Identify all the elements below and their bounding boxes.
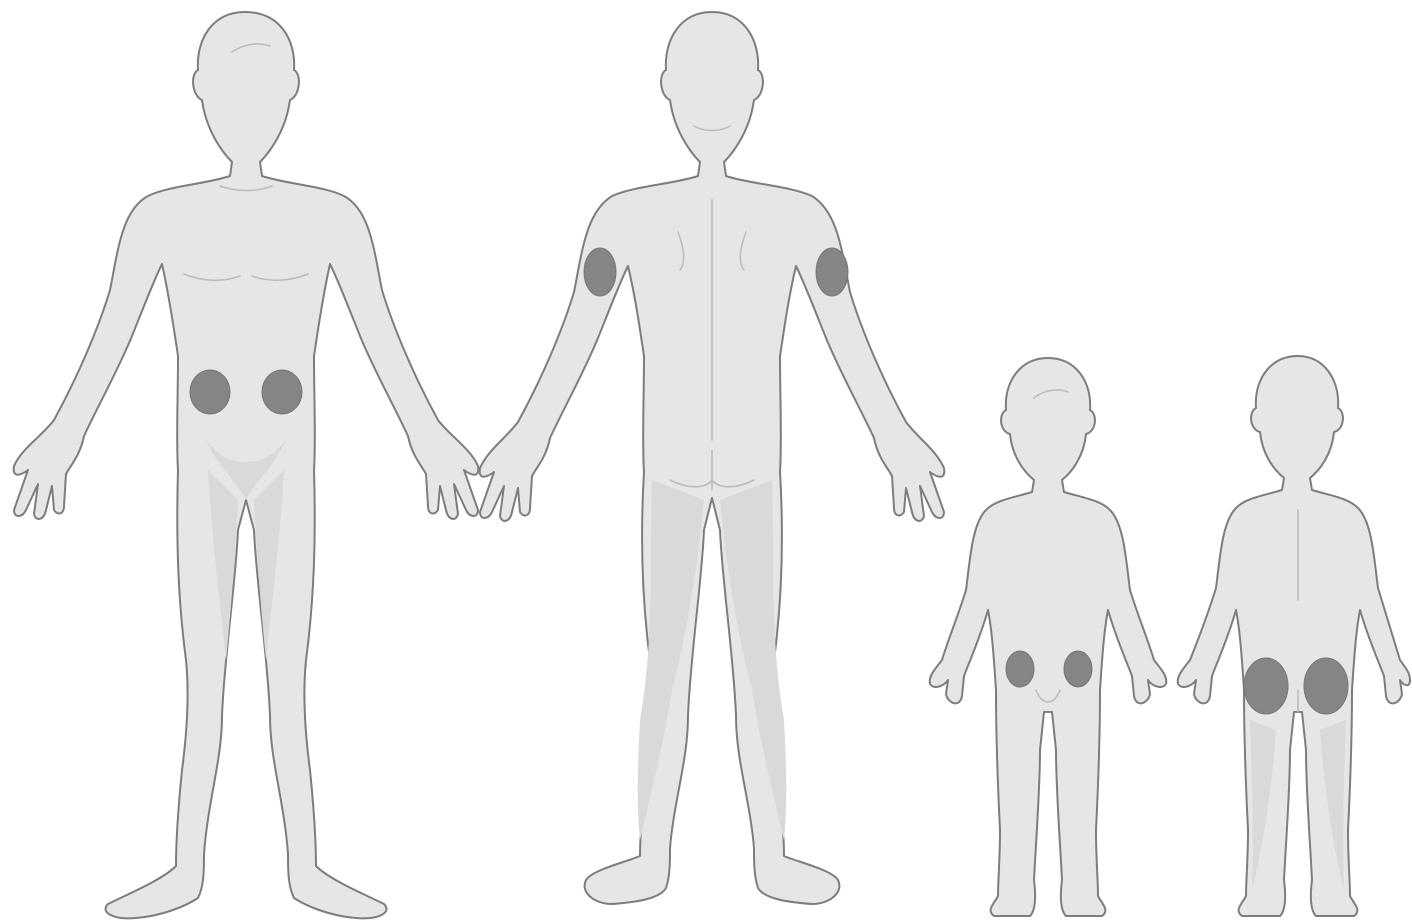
adult-front-injection-site-abdomen-left — [190, 370, 230, 414]
adult-front-figure — [14, 12, 479, 918]
adult-back-injection-site-upper-arm-left — [584, 248, 616, 296]
adult-back-figure — [480, 12, 945, 904]
adult-front-injection-site-abdomen-right — [262, 370, 302, 414]
child-front-injection-site-abdomen-left — [1006, 651, 1034, 687]
child-back-injection-site-buttock-left — [1244, 658, 1288, 714]
child-front-figure — [930, 358, 1167, 916]
child-back-injection-site-buttock-right — [1304, 658, 1348, 714]
adult-back-injection-site-upper-arm-right — [816, 248, 848, 296]
child-front-silhouette — [930, 358, 1167, 916]
child-front-injection-site-abdomen-right — [1064, 651, 1092, 687]
child-back-silhouette — [1178, 356, 1410, 916]
child-back-figure — [1178, 356, 1410, 916]
